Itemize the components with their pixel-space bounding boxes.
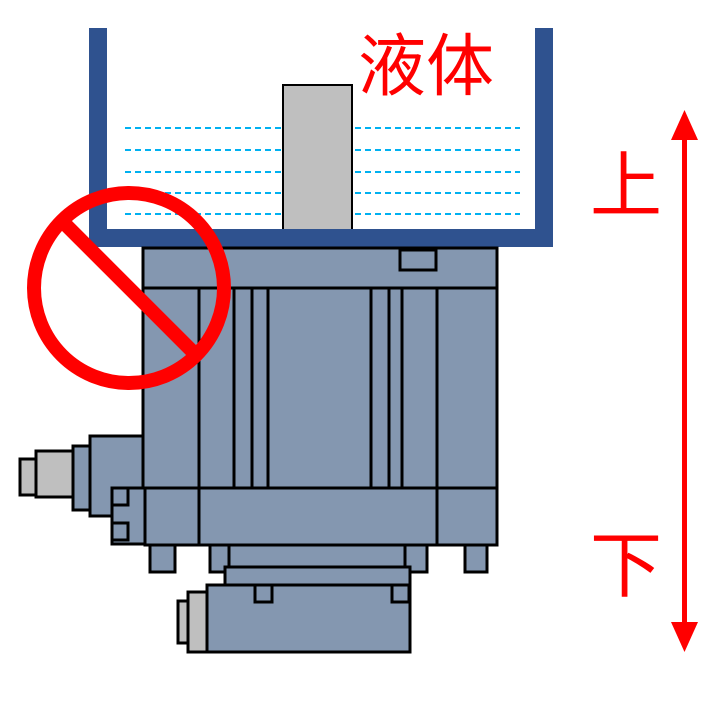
- up-label: 上: [590, 144, 663, 228]
- prohibited-sign-icon: [27, 186, 231, 390]
- motor: [18, 246, 499, 654]
- liquid-label: 液体: [358, 28, 495, 107]
- shaft: [282, 84, 353, 231]
- double-arrow-vertical-icon: [671, 110, 698, 652]
- liquid-tank: [89, 28, 553, 247]
- down-label: 下: [590, 524, 663, 608]
